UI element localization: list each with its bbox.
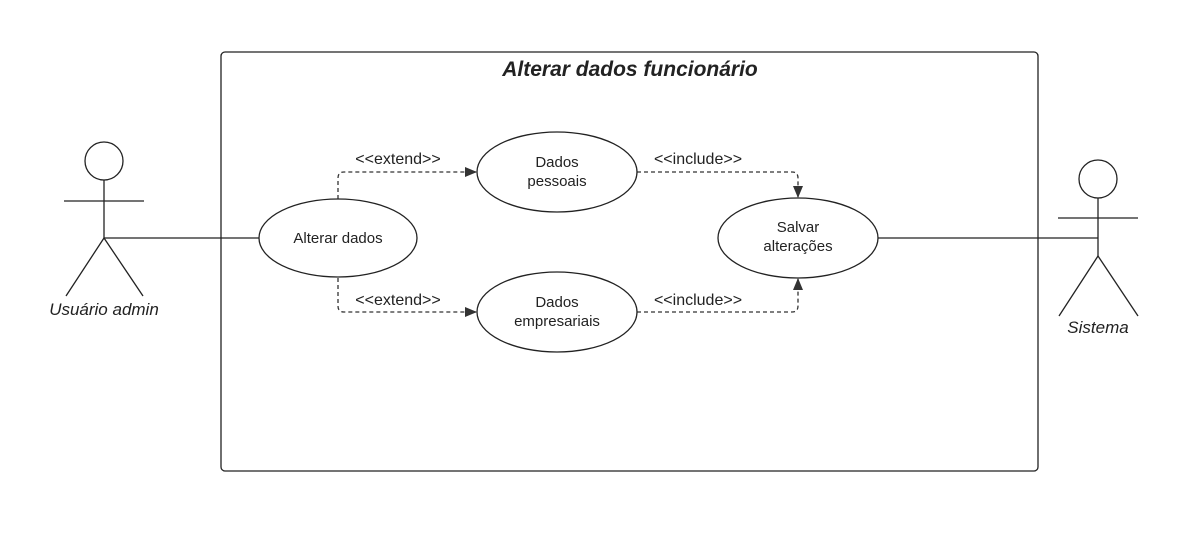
include-label: <<include>> bbox=[654, 151, 742, 168]
actor-usuario-admin: Usuário admin bbox=[49, 141, 159, 319]
actor-head bbox=[1078, 159, 1118, 199]
extend-arrow-empresariais bbox=[337, 278, 477, 317]
use-case-label: Salvar bbox=[777, 219, 820, 236]
use-case-label: alterações bbox=[763, 238, 832, 255]
include-arrow-pessoais bbox=[637, 171, 803, 198]
actor-right-leg bbox=[103, 237, 144, 297]
include-label: <<include>> bbox=[654, 292, 742, 309]
use-case-label: empresariais bbox=[514, 313, 600, 330]
extend-label: <<extend>> bbox=[355, 151, 440, 168]
include-arrow-empresariais bbox=[637, 278, 803, 313]
actor-right-leg bbox=[1097, 255, 1139, 317]
extend-label: <<extend>> bbox=[355, 292, 440, 309]
use-case-label: Alterar dados bbox=[293, 230, 382, 247]
actor-head bbox=[84, 141, 124, 181]
actor-left-leg bbox=[1058, 255, 1099, 317]
use-case-label: Dados bbox=[535, 154, 578, 171]
system-boundary bbox=[220, 51, 1039, 472]
use-case-dados-pessoais: Dados pessoais bbox=[476, 131, 638, 213]
extend-arrow-pessoais bbox=[337, 167, 477, 199]
use-case-salvar-alteracoes: Salvar alterações bbox=[717, 197, 879, 279]
actor-label: Sistema bbox=[1067, 318, 1128, 337]
actor-label: Usuário admin bbox=[49, 300, 159, 319]
use-case-label: Dados bbox=[535, 294, 578, 311]
actor-sistema: Sistema bbox=[1058, 159, 1139, 337]
system-title: Alterar dados funcionário bbox=[501, 58, 758, 81]
use-case-label: pessoais bbox=[527, 173, 586, 190]
actor-left-leg bbox=[65, 237, 105, 297]
use-case-alterar-dados: Alterar dados bbox=[258, 198, 418, 278]
use-case-dados-empresariais: Dados empresariais bbox=[476, 271, 638, 353]
